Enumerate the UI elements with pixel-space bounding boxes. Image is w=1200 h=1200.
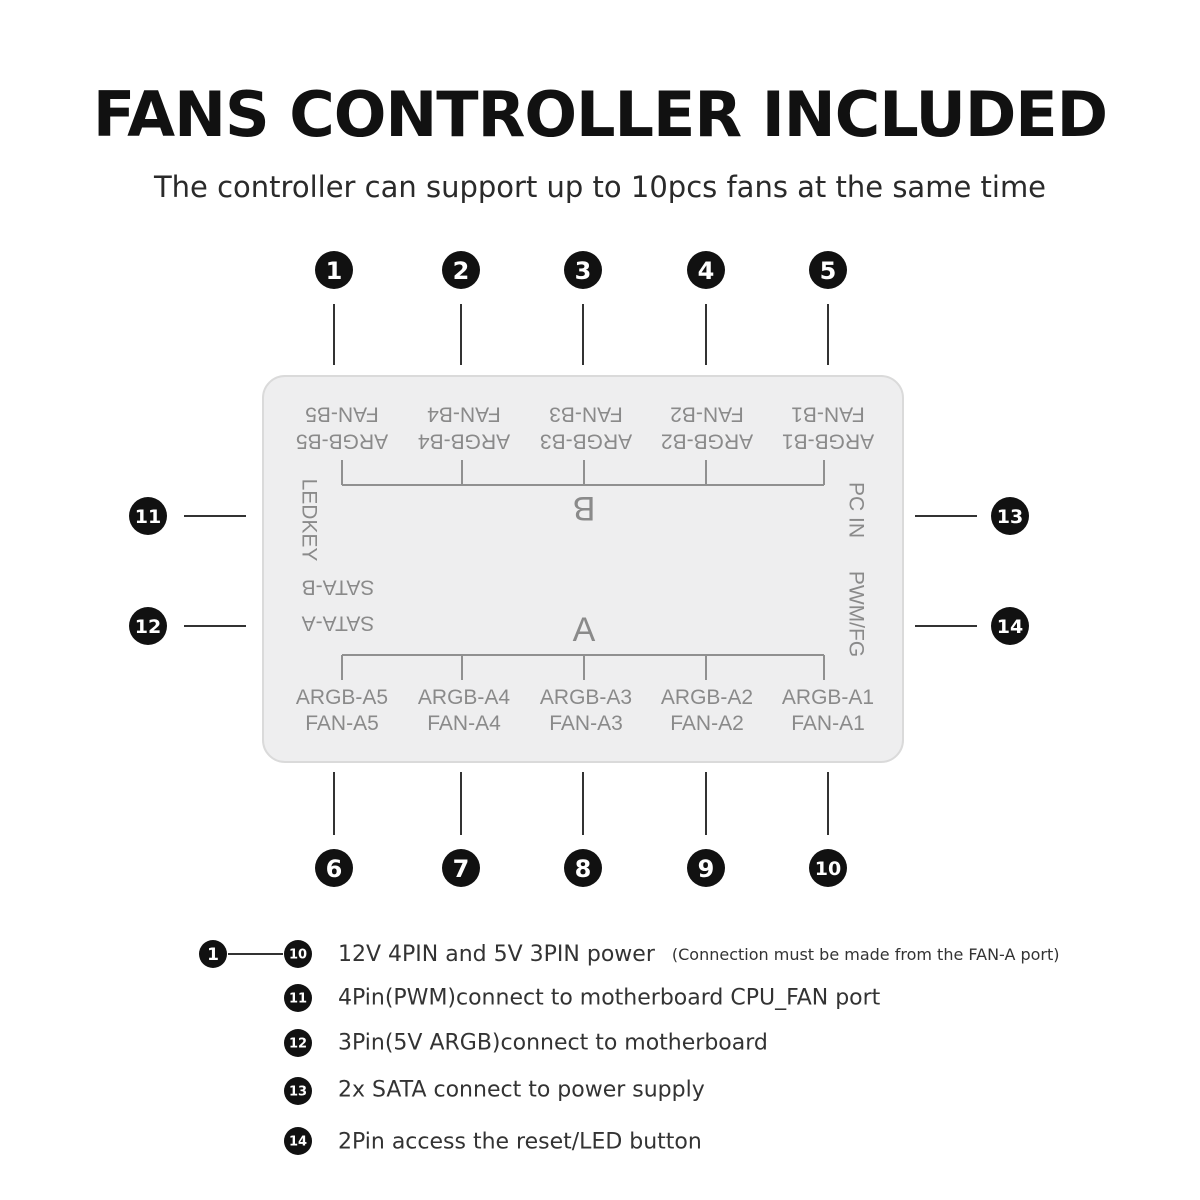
legend-text: 4Pin(PWM)connect to motherboard CPU_FAN … xyxy=(338,986,881,1011)
legend-badge: 10 xyxy=(289,948,307,963)
port-label-fan-b3: FAN-B3 xyxy=(549,403,623,426)
callout-number: 1 xyxy=(326,257,343,285)
port-label-fan-b5: FAN-B5 xyxy=(305,403,379,426)
callout-number: 2 xyxy=(453,257,470,285)
callout-number: 6 xyxy=(326,855,343,883)
legend-text: 3Pin(5V ARGB)connect to motherboard xyxy=(338,1031,768,1056)
callout-2: 2 xyxy=(442,251,480,289)
callout-11: 11 xyxy=(129,497,167,535)
callout-number: 7 xyxy=(453,855,470,883)
page-subtitle: The controller can support up to 10pcs f… xyxy=(153,170,1047,204)
callout-number: 8 xyxy=(575,855,592,883)
port-label-fan-a2: FAN-A2 xyxy=(670,712,744,735)
callout-12: 12 xyxy=(129,607,167,645)
port-label-argb-b4: ARGB-B4 xyxy=(418,430,511,453)
legend: 1 10 12V 4PIN and 5V 3PIN power (Connect… xyxy=(199,940,1060,1155)
legend-text: 2x SATA connect to power supply xyxy=(338,1078,705,1103)
legend-text-line: 12V 4PIN and 5V 3PIN power (Connection m… xyxy=(338,942,1060,967)
page-title: FANS CONTROLLER INCLUDED xyxy=(92,78,1108,151)
port-label-argb-b1: ARGB-B1 xyxy=(782,430,874,453)
port-label-argb-a3: ARGB-A3 xyxy=(540,686,632,709)
callout-8: 8 xyxy=(564,849,602,887)
port-label-fan-b4: FAN-B4 xyxy=(427,403,501,426)
callout-9: 9 xyxy=(687,849,725,887)
legend-badge: 11 xyxy=(289,992,307,1007)
callout-6: 6 xyxy=(315,849,353,887)
pc-in-label: PC IN xyxy=(845,482,868,538)
port-label-argb-a4: ARGB-A4 xyxy=(418,686,511,709)
bus-a-bracket xyxy=(341,654,825,680)
callout-7: 7 xyxy=(442,849,480,887)
pwm-fg-label: PWM/FG xyxy=(845,571,868,657)
callout-3: 3 xyxy=(564,251,602,289)
leader-lines xyxy=(184,304,977,835)
callout-10: 10 xyxy=(809,849,847,887)
top-port-labels: ARGB-B5 FAN-B5 ARGB-B4 FAN-B4 ARGB-B3 FA… xyxy=(296,403,874,453)
callout-5: 5 xyxy=(809,251,847,289)
port-label-fan-a5: FAN-A5 xyxy=(305,712,379,735)
controller-board xyxy=(262,375,904,763)
legend-badge: 12 xyxy=(289,1037,307,1052)
bus-b-bracket xyxy=(341,460,825,486)
port-label-fan-a1: FAN-A1 xyxy=(791,712,865,735)
port-label-fan-a4: FAN-A4 xyxy=(427,712,501,735)
legend-badge: 13 xyxy=(289,1085,307,1100)
port-label-argb-b2: ARGB-B2 xyxy=(661,430,753,453)
callout-number: 9 xyxy=(698,855,715,883)
callout-number: 10 xyxy=(815,858,841,880)
port-label-fan-b1: FAN-B1 xyxy=(791,403,865,426)
legend-item-cpu-fan: 11 4Pin(PWM)connect to motherboard CPU_F… xyxy=(284,984,881,1012)
callout-1: 1 xyxy=(315,251,353,289)
legend-item-sata: 13 2x SATA connect to power supply xyxy=(284,1077,705,1105)
port-label-argb-a1: ARGB-A1 xyxy=(782,686,874,709)
callout-number: 4 xyxy=(698,257,715,285)
legend-badge: 14 xyxy=(289,1135,307,1150)
legend-item-power: 1 10 12V 4PIN and 5V 3PIN power (Connect… xyxy=(199,940,1060,968)
port-label-argb-b3: ARGB-B3 xyxy=(540,430,632,453)
callout-number: 11 xyxy=(135,506,161,528)
bus-b-label: B xyxy=(573,489,596,527)
bottom-port-labels: ARGB-A5 FAN-A5 ARGB-A4 FAN-A4 ARGB-A3 FA… xyxy=(296,686,874,735)
callout-number: 12 xyxy=(135,616,161,638)
callout-number: 3 xyxy=(575,257,592,285)
legend-item-reset: 14 2Pin access the reset/LED button xyxy=(284,1127,702,1155)
callout-number: 13 xyxy=(997,506,1023,528)
port-label-fan-a3: FAN-A3 xyxy=(549,712,623,735)
callout-4: 4 xyxy=(687,251,725,289)
callout-13: 13 xyxy=(991,497,1029,535)
legend-text: 12V 4PIN and 5V 3PIN power xyxy=(338,942,656,967)
legend-badge: 1 xyxy=(207,945,219,965)
legend-text: 2Pin access the reset/LED button xyxy=(338,1130,702,1155)
sata-a-label: SATA-A xyxy=(302,612,375,635)
callout-number: 14 xyxy=(997,616,1023,638)
legend-note: (Connection must be made from the FAN-A … xyxy=(672,945,1060,964)
callout-14: 14 xyxy=(991,607,1029,645)
legend-item-argb: 12 3Pin(5V ARGB)connect to motherboard xyxy=(284,1029,768,1057)
ledkey-label: LEDKEY xyxy=(298,479,321,562)
port-label-fan-b2: FAN-B2 xyxy=(670,403,744,426)
port-label-argb-a5: ARGB-A5 xyxy=(296,686,388,709)
sata-b-label: SATA-B xyxy=(302,576,375,599)
callout-number: 5 xyxy=(820,257,837,285)
bus-a-label: A xyxy=(573,611,596,649)
port-label-argb-a2: ARGB-A2 xyxy=(661,686,753,709)
port-label-argb-b5: ARGB-B5 xyxy=(296,430,388,453)
